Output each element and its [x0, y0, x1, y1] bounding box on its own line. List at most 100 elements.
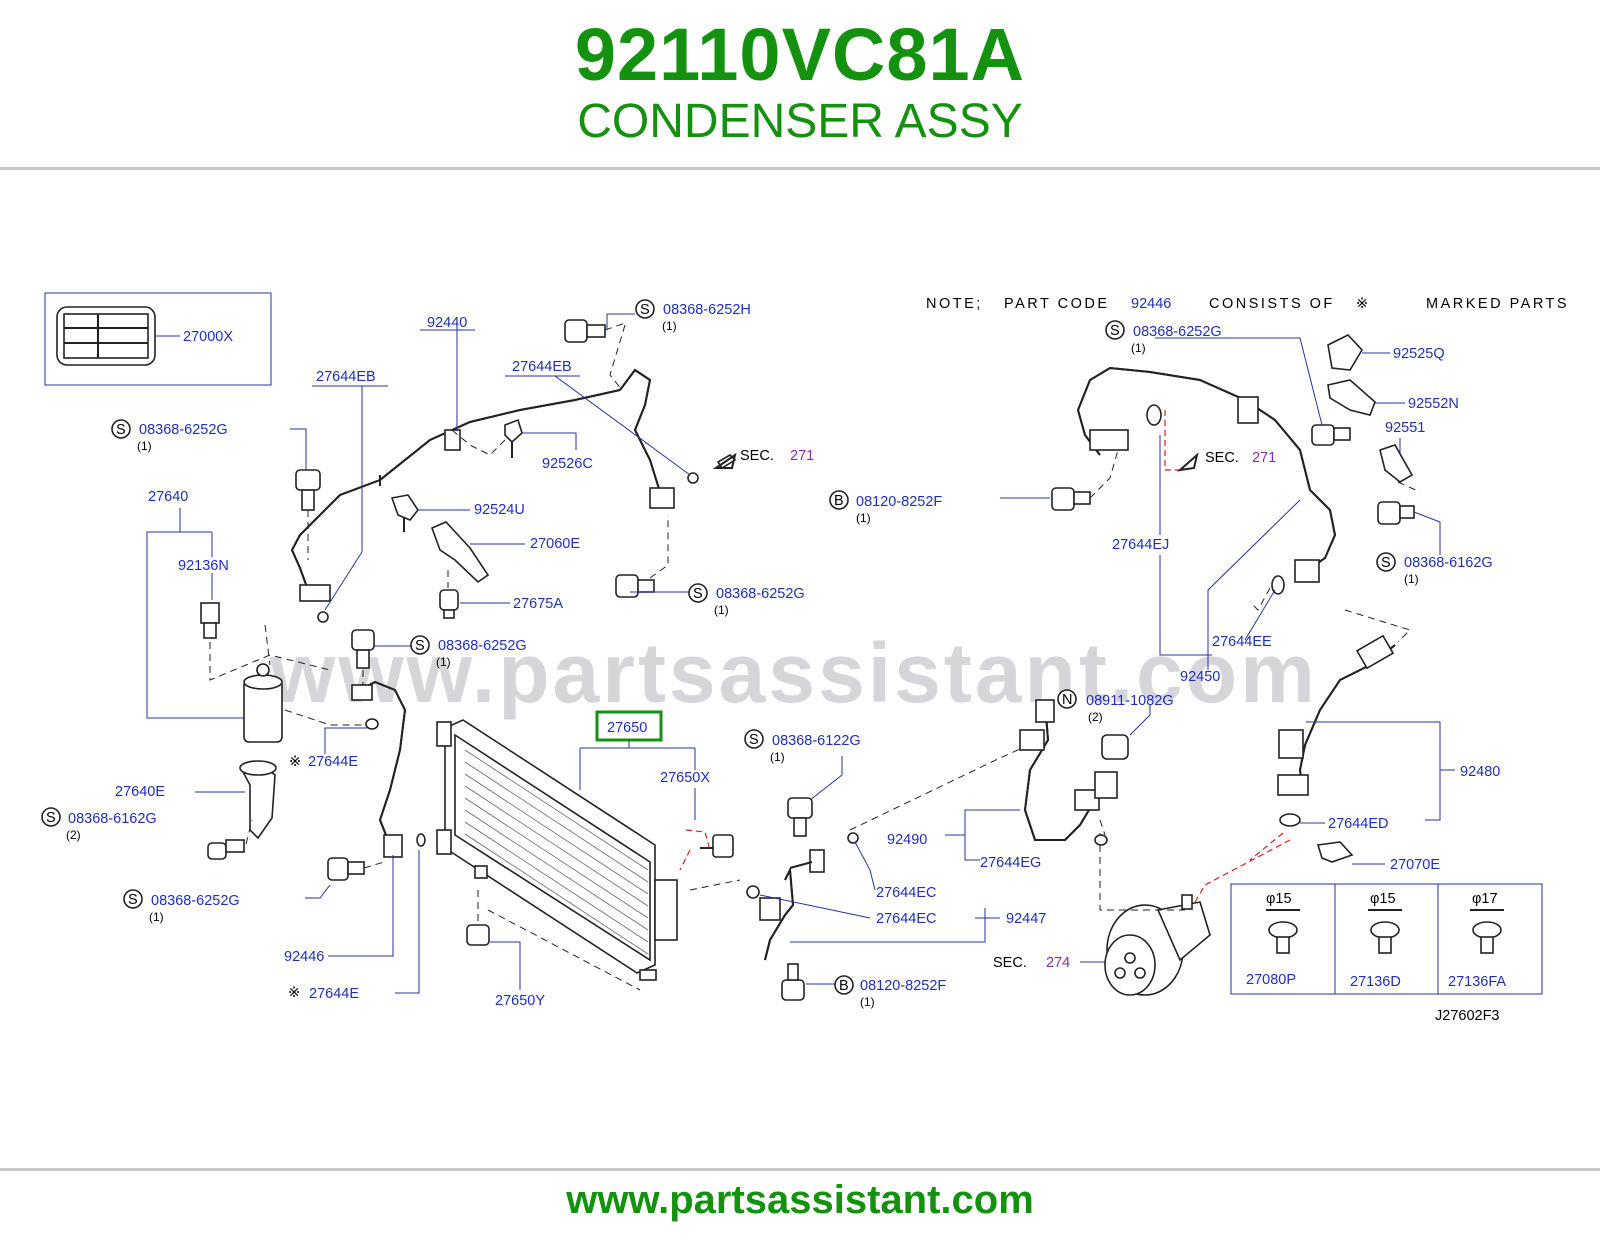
label-27644EJ[interactable]: 27644EJ [1112, 537, 1169, 553]
sec-num-271-right[interactable]: 271 [1252, 450, 1276, 466]
label-92447[interactable]: 92447 [1006, 911, 1046, 927]
bolt-08368-6252G-center-left-icon [351, 629, 375, 669]
label-27644EG[interactable]: 27644EG [980, 855, 1041, 871]
label-plate-icon [56, 306, 156, 366]
footer-divider [0, 1168, 1600, 1171]
label-92525Q[interactable]: 92525Q [1393, 346, 1445, 362]
svg-text:φ17: φ17 [1472, 891, 1498, 907]
clip-27070E-icon [1316, 841, 1354, 863]
label-27644E-upper[interactable]: 27644E [308, 754, 358, 770]
svg-text:S: S [415, 638, 425, 654]
label-92490[interactable]: 92490 [887, 832, 927, 848]
label-92524U[interactable]: 92524U [474, 502, 525, 518]
label-92552N[interactable]: 92552N [1408, 396, 1459, 412]
bolt-08368-6252G-left-top-icon [295, 469, 321, 511]
label-27060E[interactable]: 27060E [530, 536, 580, 552]
svg-text:φ15: φ15 [1370, 891, 1396, 907]
pipe-flange-left [299, 584, 331, 602]
svg-text:PART CODE: PART CODE [1004, 296, 1110, 312]
grommet-27675A-icon [439, 589, 459, 619]
svg-text:N: N [1062, 692, 1072, 708]
label-08120-8252F-lower[interactable]: 08120-8252F [860, 978, 946, 994]
label-27644EC-upper[interactable]: 27644EC [876, 885, 936, 901]
svg-text:※: ※ [289, 754, 301, 770]
label-27644E-lower[interactable]: 27644E [309, 986, 359, 1002]
label-08911-1082G[interactable]: 08911-1082G [1086, 693, 1174, 709]
label-27136FA[interactable]: 27136FA [1448, 974, 1506, 990]
condenser-27650-icon [436, 719, 678, 981]
compressor-icon [1104, 894, 1211, 996]
label-92136N[interactable]: 92136N [178, 558, 229, 574]
svg-text:(1): (1) [856, 511, 871, 525]
nut-08911-1082G-icon [1101, 734, 1129, 760]
label-27644EE[interactable]: 27644EE [1212, 634, 1272, 650]
bolt-08368-6162G-left-icon [207, 839, 245, 860]
bolt-08368-6252H-icon [564, 319, 606, 343]
svg-text:(1): (1) [137, 439, 152, 453]
part-name-subtitle: CONDENSER ASSY [577, 95, 1023, 148]
svg-text:(1): (1) [662, 319, 677, 333]
label-27640E[interactable]: 27640E [115, 784, 165, 800]
label-92551[interactable]: 92551 [1385, 420, 1425, 436]
svg-text:B: B [834, 493, 844, 509]
bolt-08368-6162G-right-icon [1377, 501, 1415, 525]
label-92446[interactable]: 92446 [284, 949, 324, 965]
bolt-right-upper-icon [1311, 424, 1351, 446]
label-08368-6122G[interactable]: 08368-6122G [772, 733, 861, 749]
label-92450[interactable]: 92450 [1180, 669, 1220, 685]
label-27650Y[interactable]: 27650Y [495, 993, 545, 1009]
label-27650X[interactable]: 27650X [660, 770, 710, 786]
label-08368-6252H[interactable]: 08368-6252H [663, 302, 751, 318]
clip-inset-table [1230, 883, 1543, 995]
sec-ref-274: SEC. [993, 955, 1027, 971]
svg-text:MARKED PARTS: MARKED PARTS [1426, 296, 1569, 312]
sec-num-274[interactable]: 274 [1046, 955, 1070, 971]
footer-website[interactable]: www.partsassistant.com [566, 1178, 1034, 1222]
label-27640[interactable]: 27640 [148, 489, 188, 505]
bolt-08120-8252F-upper-icon [1051, 487, 1091, 511]
parts-diagram: www.partsassistant.com NOTE; PART CODE 9… [41, 292, 1569, 1024]
label-27136D[interactable]: 27136D [1350, 974, 1401, 990]
clip-92526C-icon [504, 418, 523, 458]
label-08368-6162G-left[interactable]: 08368-6162G [68, 811, 157, 827]
label-08368-6162G-right[interactable]: 08368-6162G [1404, 555, 1493, 571]
svg-text:(1): (1) [1404, 572, 1419, 586]
label-08120-8252F-upper[interactable]: 08120-8252F [856, 494, 942, 510]
label-08368-6252G-right-top[interactable]: 08368-6252G [1133, 324, 1222, 340]
sec-num-271-left[interactable]: 271 [790, 448, 814, 464]
pressure-switch-92136N-icon [200, 602, 220, 639]
label-08368-6252G-left-top[interactable]: 08368-6252G [139, 422, 228, 438]
svg-text:S: S [1381, 555, 1391, 571]
label-27644ED[interactable]: 27644ED [1328, 816, 1388, 832]
clip-27136FA-cell: φ17 27136FA [1448, 891, 1506, 990]
svg-text:S: S [1110, 323, 1120, 339]
svg-text:S: S [749, 732, 759, 748]
label-92526C[interactable]: 92526C [542, 456, 593, 472]
pipe-92480-icon [1277, 634, 1395, 827]
label-27650-highlighted[interactable]: 27650 [607, 720, 647, 736]
svg-text:(1): (1) [149, 910, 164, 924]
label-27000X[interactable]: 27000X [183, 329, 233, 345]
svg-text:(1): (1) [714, 603, 729, 617]
svg-text:(1): (1) [770, 750, 785, 764]
bracket-92552N-icon [1327, 379, 1376, 416]
label-27644EB-left[interactable]: 27644EB [316, 369, 376, 385]
label-27644EC-lower[interactable]: 27644EC [876, 911, 936, 927]
label-27080P[interactable]: 27080P [1246, 972, 1296, 988]
svg-text:S: S [116, 422, 126, 438]
label-27675A[interactable]: 27675A [513, 596, 563, 612]
label-92440[interactable]: 92440 [427, 315, 467, 331]
label-92480[interactable]: 92480 [1460, 764, 1500, 780]
label-27644EB-right[interactable]: 27644EB [512, 359, 572, 375]
label-08368-6252G-mid[interactable]: 08368-6252G [716, 586, 805, 602]
label-27070E[interactable]: 27070E [1390, 857, 1440, 873]
svg-text:(1): (1) [860, 995, 875, 1009]
bolt-08368-6122G-icon [787, 797, 813, 837]
svg-text:92446: 92446 [1131, 296, 1171, 312]
bracket-27060E-icon [430, 521, 490, 584]
pipe-92446-fitting-top [351, 684, 373, 701]
svg-text:S: S [128, 892, 138, 908]
part-number-title: 92110VC81A [574, 13, 1026, 96]
label-08368-6252G-bottom-left[interactable]: 08368-6252G [151, 893, 240, 909]
label-08368-6252G-center-left[interactable]: 08368-6252G [438, 638, 527, 654]
